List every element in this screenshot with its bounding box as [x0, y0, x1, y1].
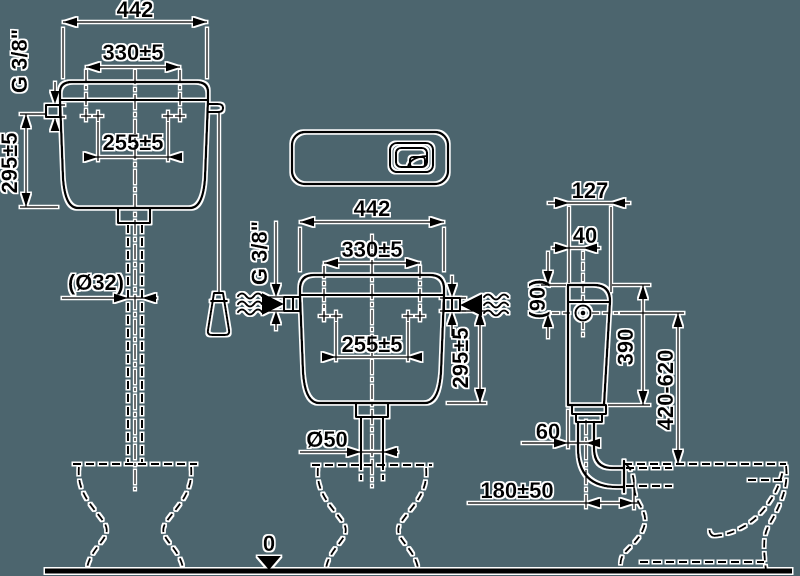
dim-line-install-range	[620, 312, 684, 464]
ext-outer-bolts	[323, 266, 421, 320]
label-width: 442	[117, 0, 154, 22]
datum-arrow-icon	[257, 556, 281, 570]
flush-bend-pipe	[576, 420, 626, 494]
small-flush-button	[408, 155, 427, 169]
dim-line-button-height	[541, 252, 566, 338]
floor-datum: 0	[45, 531, 792, 574]
arrowheads-bend-reach	[586, 498, 634, 508]
thread-callout-arrows	[271, 284, 281, 324]
arrowheads-pipe-offset	[554, 438, 600, 448]
label-pipe-diameter: (Ø32)	[68, 270, 124, 295]
label-install-range: 420-620	[653, 350, 678, 431]
right-inlet-callout-arrows	[447, 284, 457, 325]
flush-outlet	[354, 401, 390, 419]
ext-outer-bolts	[85, 70, 181, 112]
button-crosshair	[552, 252, 618, 336]
label-mount-height: 295±5	[448, 327, 473, 388]
chain-handle	[206, 291, 231, 337]
label-outer-bolts: 330±5	[102, 40, 163, 65]
label-depth: 127	[572, 178, 609, 203]
label-inlet-thread: G 3/8"	[7, 29, 32, 93]
label-bend-reach: 180±50	[480, 478, 553, 503]
flush-valve-nut	[570, 403, 608, 424]
inlet-boss-left	[282, 295, 302, 313]
top-view-outline	[290, 130, 450, 186]
label-outlet-diameter: Ø50	[306, 427, 348, 452]
inlet-boss-right	[442, 296, 462, 313]
dual-flush-split	[406, 154, 429, 169]
thread-callout-lines	[266, 222, 290, 330]
inlet-boss	[44, 103, 62, 119]
label-inner-bolts: 255±5	[102, 130, 163, 155]
flush-button-plate	[388, 141, 435, 174]
dim-line-inner-bolts	[322, 322, 422, 361]
thread-callout-arrows	[50, 91, 60, 131]
arrowheads-pipe-dia	[114, 293, 156, 303]
outlet-pipe	[359, 415, 385, 464]
label-floor-level: 0	[263, 531, 275, 556]
arrowheads-depth	[555, 198, 625, 208]
arrowheads-button-height	[543, 271, 553, 327]
label-body-height: 390	[613, 329, 638, 366]
dim-line-height	[20, 113, 58, 208]
label-inner-bolts: 255±5	[341, 332, 402, 357]
label-button-offset: 40	[573, 223, 597, 248]
lever-pin	[206, 102, 225, 114]
dim-line-width	[299, 221, 445, 271]
water-inlet-arrow-right	[460, 294, 482, 316]
right-inlet-callout-lines	[440, 276, 466, 336]
toilet-side-hidden	[619, 463, 788, 572]
arrowheads-body-height	[638, 285, 648, 405]
flush-downpipe	[127, 225, 143, 462]
toilet-bowl-hidden	[312, 464, 432, 569]
flush-button-center-dot	[580, 310, 586, 316]
cistern-side-outline	[566, 283, 612, 407]
label-outer-bolts: 330±5	[341, 237, 402, 262]
flush-outlet	[116, 206, 152, 225]
label-inlet-thread: G 3/8"	[247, 221, 272, 285]
arrowheads-outlet-dia	[347, 447, 397, 457]
label-pipe-offset: 60	[536, 419, 560, 444]
water-wave-right-icon	[482, 293, 510, 317]
dim-line-width	[62, 21, 208, 78]
toilet-bowl-hidden	[73, 463, 197, 569]
mounting-hole-crosses	[81, 111, 185, 121]
high-level-cistern-view: 442 330±5 255±5 G 3/8" 295±5 (Ø32)	[0, 0, 231, 569]
label-width: 442	[354, 196, 391, 221]
side-elevation-view: 127 40 (90) 390 420-620 60 180±50	[468, 178, 788, 572]
water-inlet-arrow-left	[262, 293, 284, 315]
arrowheads-button-offset	[555, 243, 597, 253]
flush-button-side	[574, 304, 592, 322]
water-wave-left-icon	[236, 292, 264, 316]
label-button-height: (90)	[525, 279, 550, 318]
label-mount-height: 295±5	[0, 132, 22, 193]
low-level-cistern-view: 442 330±5 255±5 G 3/8" 295±5 Ø50	[236, 130, 510, 569]
dim-line-bend-reach	[468, 483, 638, 509]
dim-line-inner-bolts	[84, 122, 182, 161]
